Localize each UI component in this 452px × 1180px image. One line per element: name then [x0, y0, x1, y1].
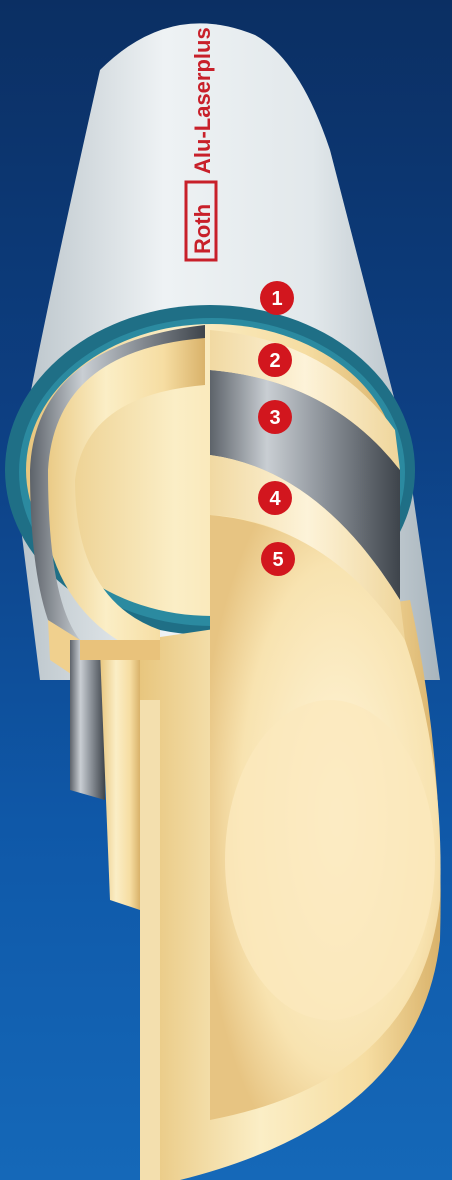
- logo-text: Roth: [190, 204, 215, 254]
- brand-logo: Roth Alu-Laserplus: [186, 27, 216, 260]
- layer-badge-1: 1: [260, 281, 294, 315]
- layer-badge-4: 4: [258, 481, 292, 515]
- badge-1-number: 1: [271, 288, 282, 310]
- layer-badge-3: 3: [258, 400, 292, 434]
- product-name: Alu-Laserplus: [190, 27, 215, 174]
- badge-4-number: 4: [269, 488, 281, 510]
- layer-badge-2: 2: [258, 343, 292, 377]
- badge-5-number: 5: [272, 549, 283, 571]
- badge-2-number: 2: [269, 350, 280, 372]
- layer-badge-5: 5: [261, 542, 295, 576]
- badge-3-number: 3: [269, 407, 280, 429]
